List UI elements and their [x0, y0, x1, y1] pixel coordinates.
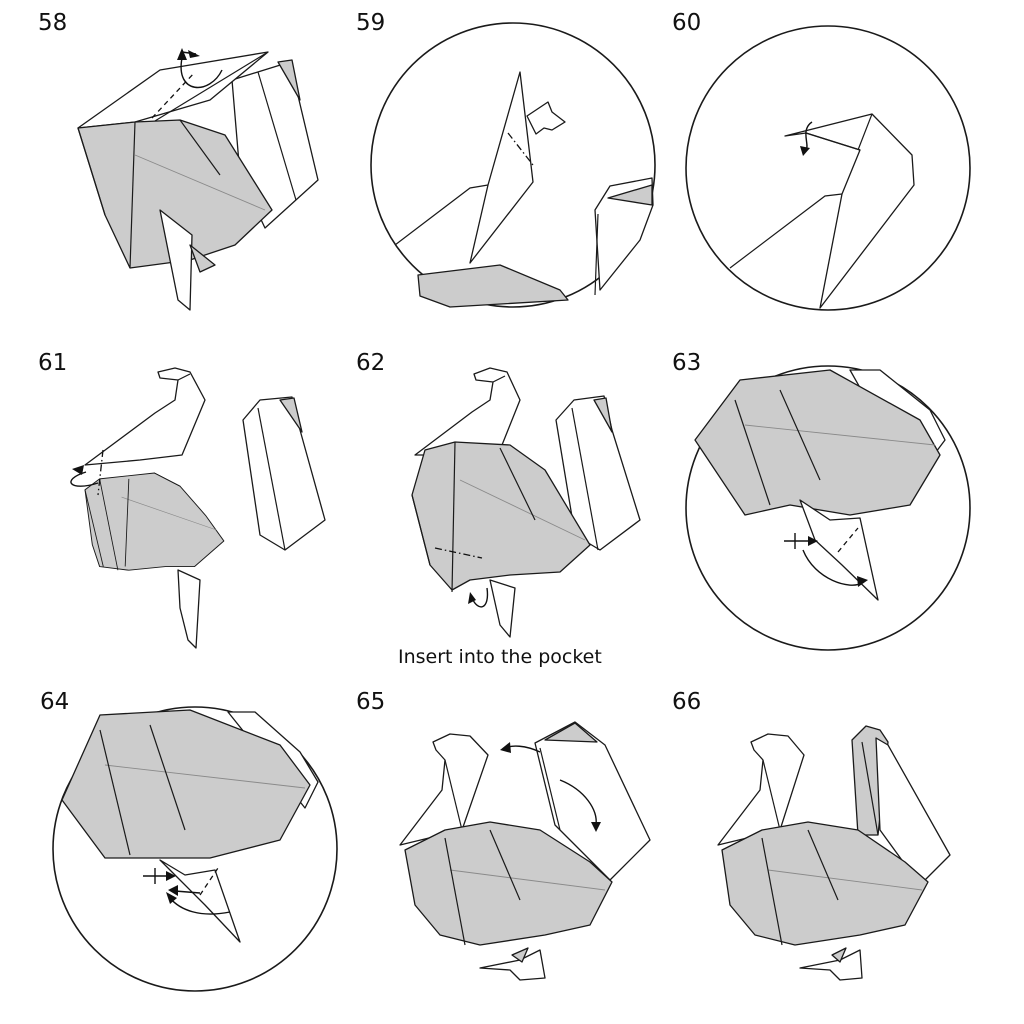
- step-number: 59: [356, 10, 386, 36]
- step-number: 65: [356, 689, 386, 715]
- step-number: 58: [38, 10, 68, 36]
- step-number: 61: [38, 350, 68, 376]
- step-61-figure: [70, 367, 326, 649]
- step-number: 60: [672, 10, 702, 36]
- step-60-figure: [685, 25, 971, 311]
- step-number: 62: [356, 350, 386, 376]
- step-number: 63: [672, 350, 702, 376]
- step-66-figure: [717, 725, 951, 981]
- step-62-figure: [411, 367, 641, 638]
- step-65-figure: [399, 721, 651, 981]
- step-64-figure: [52, 706, 338, 992]
- step-58-figure: [77, 48, 319, 311]
- step-63-figure: [685, 365, 971, 651]
- step-number: 66: [672, 689, 702, 715]
- step-number: 64: [40, 689, 70, 715]
- step-62-caption: Insert into the pocket: [398, 646, 602, 668]
- step-59-figure: [370, 22, 656, 308]
